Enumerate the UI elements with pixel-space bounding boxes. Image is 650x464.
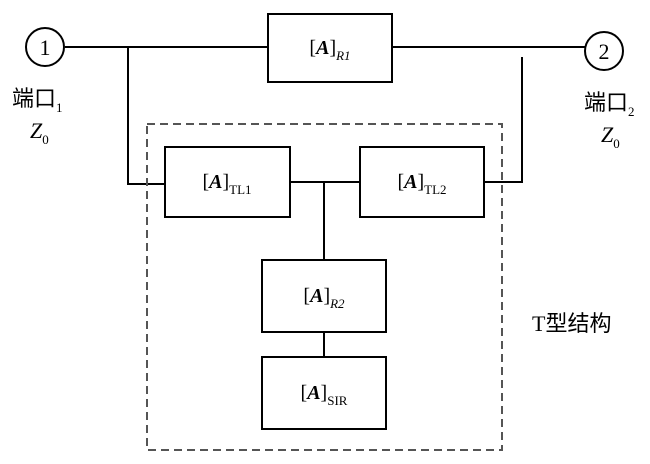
- port2-impedance: Z0: [601, 122, 620, 151]
- block-r2-label: [A]R2: [303, 285, 345, 311]
- wires: [65, 46, 585, 357]
- block-r1-label: [A]R1: [309, 37, 350, 63]
- port1-node: [25, 27, 65, 67]
- block-tl2: [359, 146, 485, 218]
- block-r1: [267, 13, 393, 83]
- port1-number: 1: [40, 35, 51, 60]
- t-structure-label: T型结构: [532, 311, 611, 336]
- t-structure-boundary: [146, 123, 503, 451]
- block-tl2-label: [A]TL2: [397, 171, 446, 197]
- block-tl1-label: [A]TL1: [202, 171, 251, 197]
- block-tl1: [164, 146, 291, 218]
- port2-node: [584, 31, 624, 71]
- block-sir: [261, 356, 387, 430]
- port2-number: 2: [599, 39, 610, 64]
- block-r2: [261, 259, 387, 333]
- port1-impedance: Z0: [30, 118, 49, 147]
- wire-port1-to-tl1: [127, 47, 165, 185]
- block-sir-label: [A]SIR: [301, 382, 348, 408]
- port2-label: 端口2: [584, 90, 635, 119]
- wire-port2-to-tl2: [484, 57, 523, 183]
- port1-label: 端口1: [12, 86, 63, 115]
